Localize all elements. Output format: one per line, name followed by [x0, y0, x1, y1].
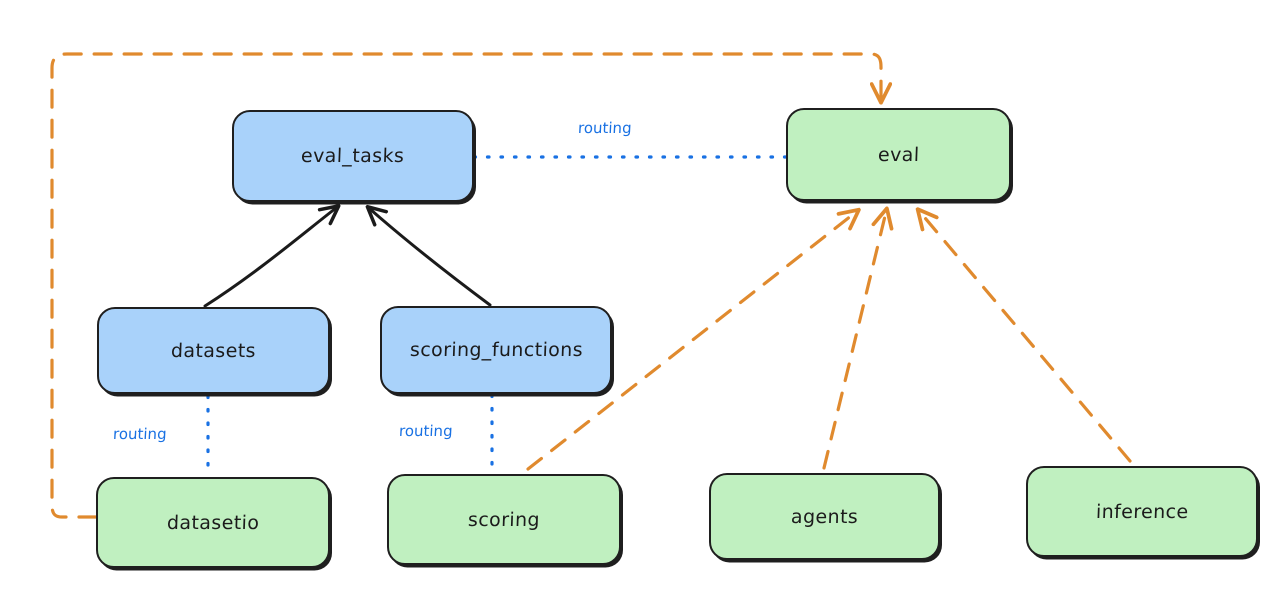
node-label-datasetio: datasetio [166, 511, 260, 534]
edge-label-routing-eval-tasks: routing [577, 119, 633, 137]
node-label-scoring: scoring [467, 508, 541, 531]
edge-agents-to-eval [822, 206, 894, 470]
node-agents[interactable]: agents [709, 473, 940, 560]
edge-datasets-to-eval-tasks [203, 204, 341, 308]
node-datasetio[interactable]: datasetio [96, 477, 330, 568]
edge-scoring-functions-to-eval-tasks [365, 204, 492, 307]
node-scoring-functions[interactable]: scoring_functions [380, 306, 612, 394]
edge-label-routing-scoring-functions: routing [398, 422, 454, 440]
node-label-eval-tasks: eval_tasks [300, 145, 406, 167]
node-datasets[interactable]: datasets [97, 307, 330, 394]
node-eval-tasks[interactable]: eval_tasks [232, 110, 474, 202]
node-scoring[interactable]: scoring [387, 474, 621, 565]
node-label-scoring-functions: scoring_functions [409, 339, 583, 361]
edge-scoring-to-eval [526, 207, 861, 471]
edge-eval-to-datasetio [50, 52, 893, 519]
edge-inference-to-eval [915, 207, 1132, 463]
node-inference[interactable]: inference [1026, 466, 1258, 557]
node-label-agents: agents [790, 505, 859, 528]
node-eval[interactable]: eval [786, 108, 1011, 201]
node-label-eval: eval [877, 143, 920, 166]
node-label-inference: inference [1095, 500, 1189, 523]
node-label-datasets: datasets [170, 339, 257, 362]
edge-label-routing-datasets: routing [112, 425, 168, 443]
